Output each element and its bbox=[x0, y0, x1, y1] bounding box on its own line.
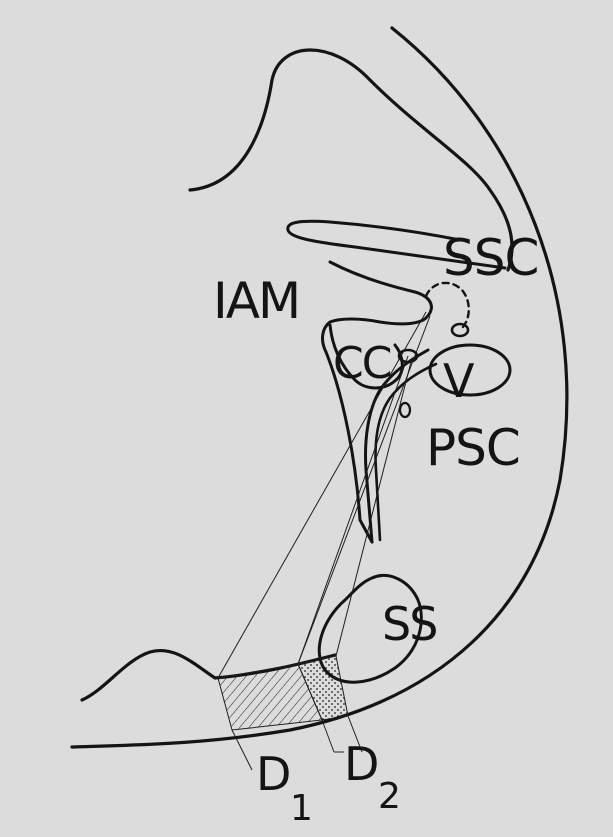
small-oval bbox=[400, 403, 410, 417]
label-psc: PSC bbox=[426, 419, 520, 477]
label-ssc: SSC bbox=[443, 229, 538, 287]
label-d1: D bbox=[256, 747, 291, 801]
ampulla-oval-2 bbox=[452, 324, 468, 336]
label-d2: D bbox=[344, 737, 379, 791]
d1-drop-right bbox=[322, 720, 334, 752]
label-ss: SS bbox=[382, 597, 436, 651]
label-d2-subscript: 2 bbox=[378, 776, 401, 817]
label-v: V bbox=[443, 354, 475, 408]
label-iam: IAM bbox=[213, 272, 299, 330]
label-cc: CC bbox=[333, 338, 391, 389]
label-d1-subscript: 1 bbox=[290, 788, 313, 829]
